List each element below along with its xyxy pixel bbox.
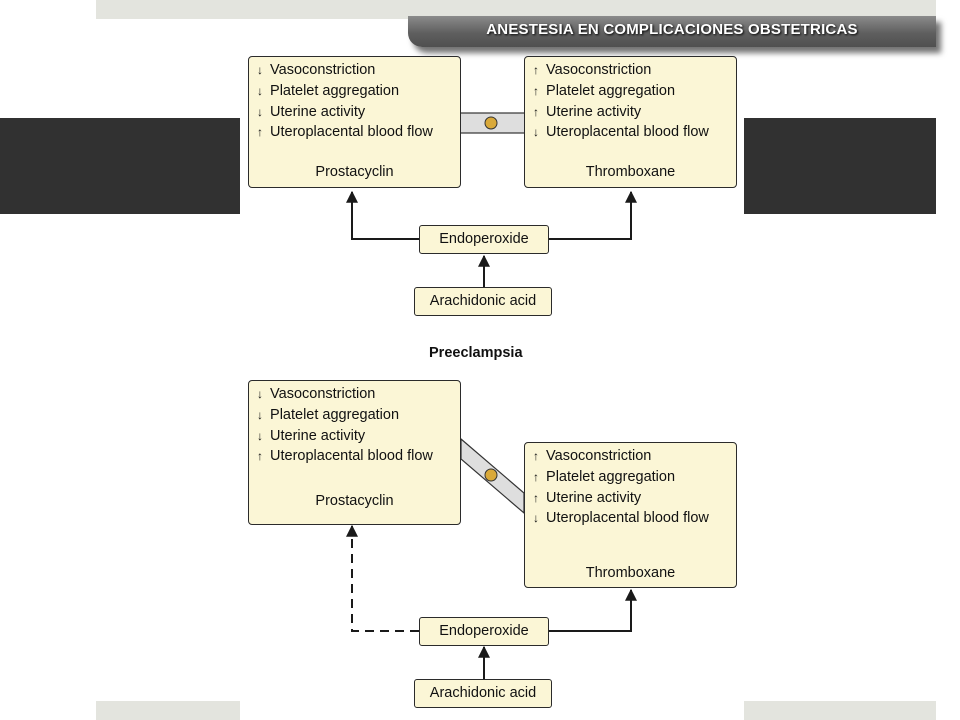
effect-text: Uterine activity [546, 103, 642, 120]
effect-item: ↓ Platelet aggregation [257, 405, 433, 426]
preeclampsia-arachidonic-box: Arachidonic acid [414, 679, 552, 708]
effect-item: ↓ Vasoconstriction [257, 384, 433, 405]
effect-item: ↓ Uterine activity [257, 102, 433, 123]
normal-prostacyclin-box: ↓ Vasoconstriction ↓ Platelet aggregatio… [248, 56, 461, 188]
effect-item: ↓ Uteroplacental blood flow [533, 122, 709, 143]
slide-title: ANESTESIA EN COMPLICACIONES OBSTETRICAS [486, 21, 858, 38]
preeclampsia-prostacyclin-label: Prostacyclin [315, 493, 394, 509]
effect-text: Vasoconstriction [270, 62, 376, 78]
effect-item: ↑ Uteroplacental blood flow [257, 122, 433, 143]
preeclampsia-prostacyclin-box: ↓ Vasoconstriction ↓ Platelet aggregatio… [248, 380, 461, 525]
effect-text: Platelet aggregation [546, 82, 676, 99]
down-arrow-icon: ↓ [533, 125, 539, 140]
effect-item: ↓ Platelet aggregation [257, 81, 433, 102]
normal-thromboxane-label: Thromboxane [585, 164, 676, 180]
normal-prostacyclin-label: Prostacyclin [315, 164, 394, 180]
effect-text: Uteroplacental blood flow [546, 124, 709, 141]
effect-text: Vasoconstriction [270, 386, 376, 402]
effect-item: ↑ Platelet aggregation [533, 467, 709, 488]
effect-text: Uteroplacental blood flow [270, 124, 433, 141]
effect-item: ↓ Uteroplacental blood flow [533, 508, 709, 529]
up-arrow-icon: ↑ [533, 63, 539, 77]
down-arrow-icon: ↓ [257, 104, 263, 119]
up-arrow-icon: ↑ [257, 125, 263, 140]
effect-text: Uterine activity [270, 103, 366, 120]
up-arrow-icon: ↑ [533, 449, 539, 463]
effect-text: Platelet aggregation [546, 468, 676, 485]
down-arrow-icon: ↓ [257, 387, 263, 401]
up-arrow-icon: ↑ [533, 469, 539, 484]
preeclampsia-endoperoxide-box: Endoperoxide [419, 617, 549, 646]
preeclampsia-thromboxane-effects: ↑ Vasoconstriction ↑ Platelet aggregatio… [533, 446, 709, 529]
normal-thromboxane-box: ↑ Vasoconstriction ↑ Platelet aggregatio… [524, 56, 737, 188]
preeclampsia-balance-bar [460, 437, 525, 515]
down-arrow-icon: ↓ [257, 428, 263, 443]
effect-text: Platelet aggregation [270, 82, 400, 99]
effect-text: Uterine activity [270, 427, 366, 444]
normal-endoperoxide-to-thromboxane [549, 190, 637, 240]
normal-endoperoxide-to-prostacyclin [346, 190, 419, 240]
effect-text: Vasoconstriction [546, 448, 652, 464]
down-arrow-icon: ↓ [533, 511, 539, 526]
down-arrow-icon: ↓ [257, 63, 263, 77]
normal-balance-bar [458, 112, 526, 134]
preeclampsia-thromboxane-box: ↑ Vasoconstriction ↑ Platelet aggregatio… [524, 442, 737, 588]
preeclampsia-endoperoxide-to-prostacyclin-dashed [346, 524, 419, 632]
preeclampsia-thromboxane-label: Thromboxane [585, 565, 676, 581]
effect-text: Vasoconstriction [546, 62, 652, 78]
effect-item: ↓ Uterine activity [257, 426, 433, 447]
up-arrow-icon: ↑ [533, 104, 539, 119]
effect-text: Platelet aggregation [270, 406, 400, 423]
effect-item: ↑ Vasoconstriction [533, 60, 709, 81]
effect-item: ↓ Vasoconstriction [257, 60, 433, 81]
effect-item: ↑ Platelet aggregation [533, 81, 709, 102]
normal-arachidonic-box: Arachidonic acid [414, 287, 552, 316]
slide-title-tab: ANESTESIA EN COMPLICACIONES OBSTETRICAS [408, 16, 936, 47]
down-arrow-icon: ↓ [257, 83, 263, 98]
up-arrow-icon: ↑ [533, 490, 539, 505]
normal-endoperoxide-box: Endoperoxide [419, 225, 549, 254]
effect-text: Uteroplacental blood flow [546, 510, 709, 527]
normal-prostacyclin-effects: ↓ Vasoconstriction ↓ Platelet aggregatio… [257, 60, 433, 143]
preeclampsia-pivot-icon [484, 468, 498, 482]
effect-item: ↑ Uteroplacental blood flow [257, 446, 433, 467]
up-arrow-icon: ↑ [533, 83, 539, 98]
normal-thromboxane-effects: ↑ Vasoconstriction ↑ Platelet aggregatio… [533, 60, 709, 143]
effect-item: ↑ Uterine activity [533, 102, 709, 123]
effect-text: Uterine activity [546, 489, 642, 506]
down-arrow-icon: ↓ [257, 407, 263, 422]
effect-text: Uteroplacental blood flow [270, 448, 433, 465]
effect-item: ↑ Vasoconstriction [533, 446, 709, 467]
preeclampsia-endoperoxide-to-thromboxane [549, 588, 637, 632]
effect-item: ↑ Uterine activity [533, 488, 709, 509]
normal-pivot-icon [484, 116, 498, 130]
preeclampsia-heading: Preeclampsia [429, 345, 523, 361]
up-arrow-icon: ↑ [257, 449, 263, 464]
top-decor-band [96, 0, 936, 19]
preeclampsia-prostacyclin-effects: ↓ Vasoconstriction ↓ Platelet aggregatio… [257, 384, 433, 467]
